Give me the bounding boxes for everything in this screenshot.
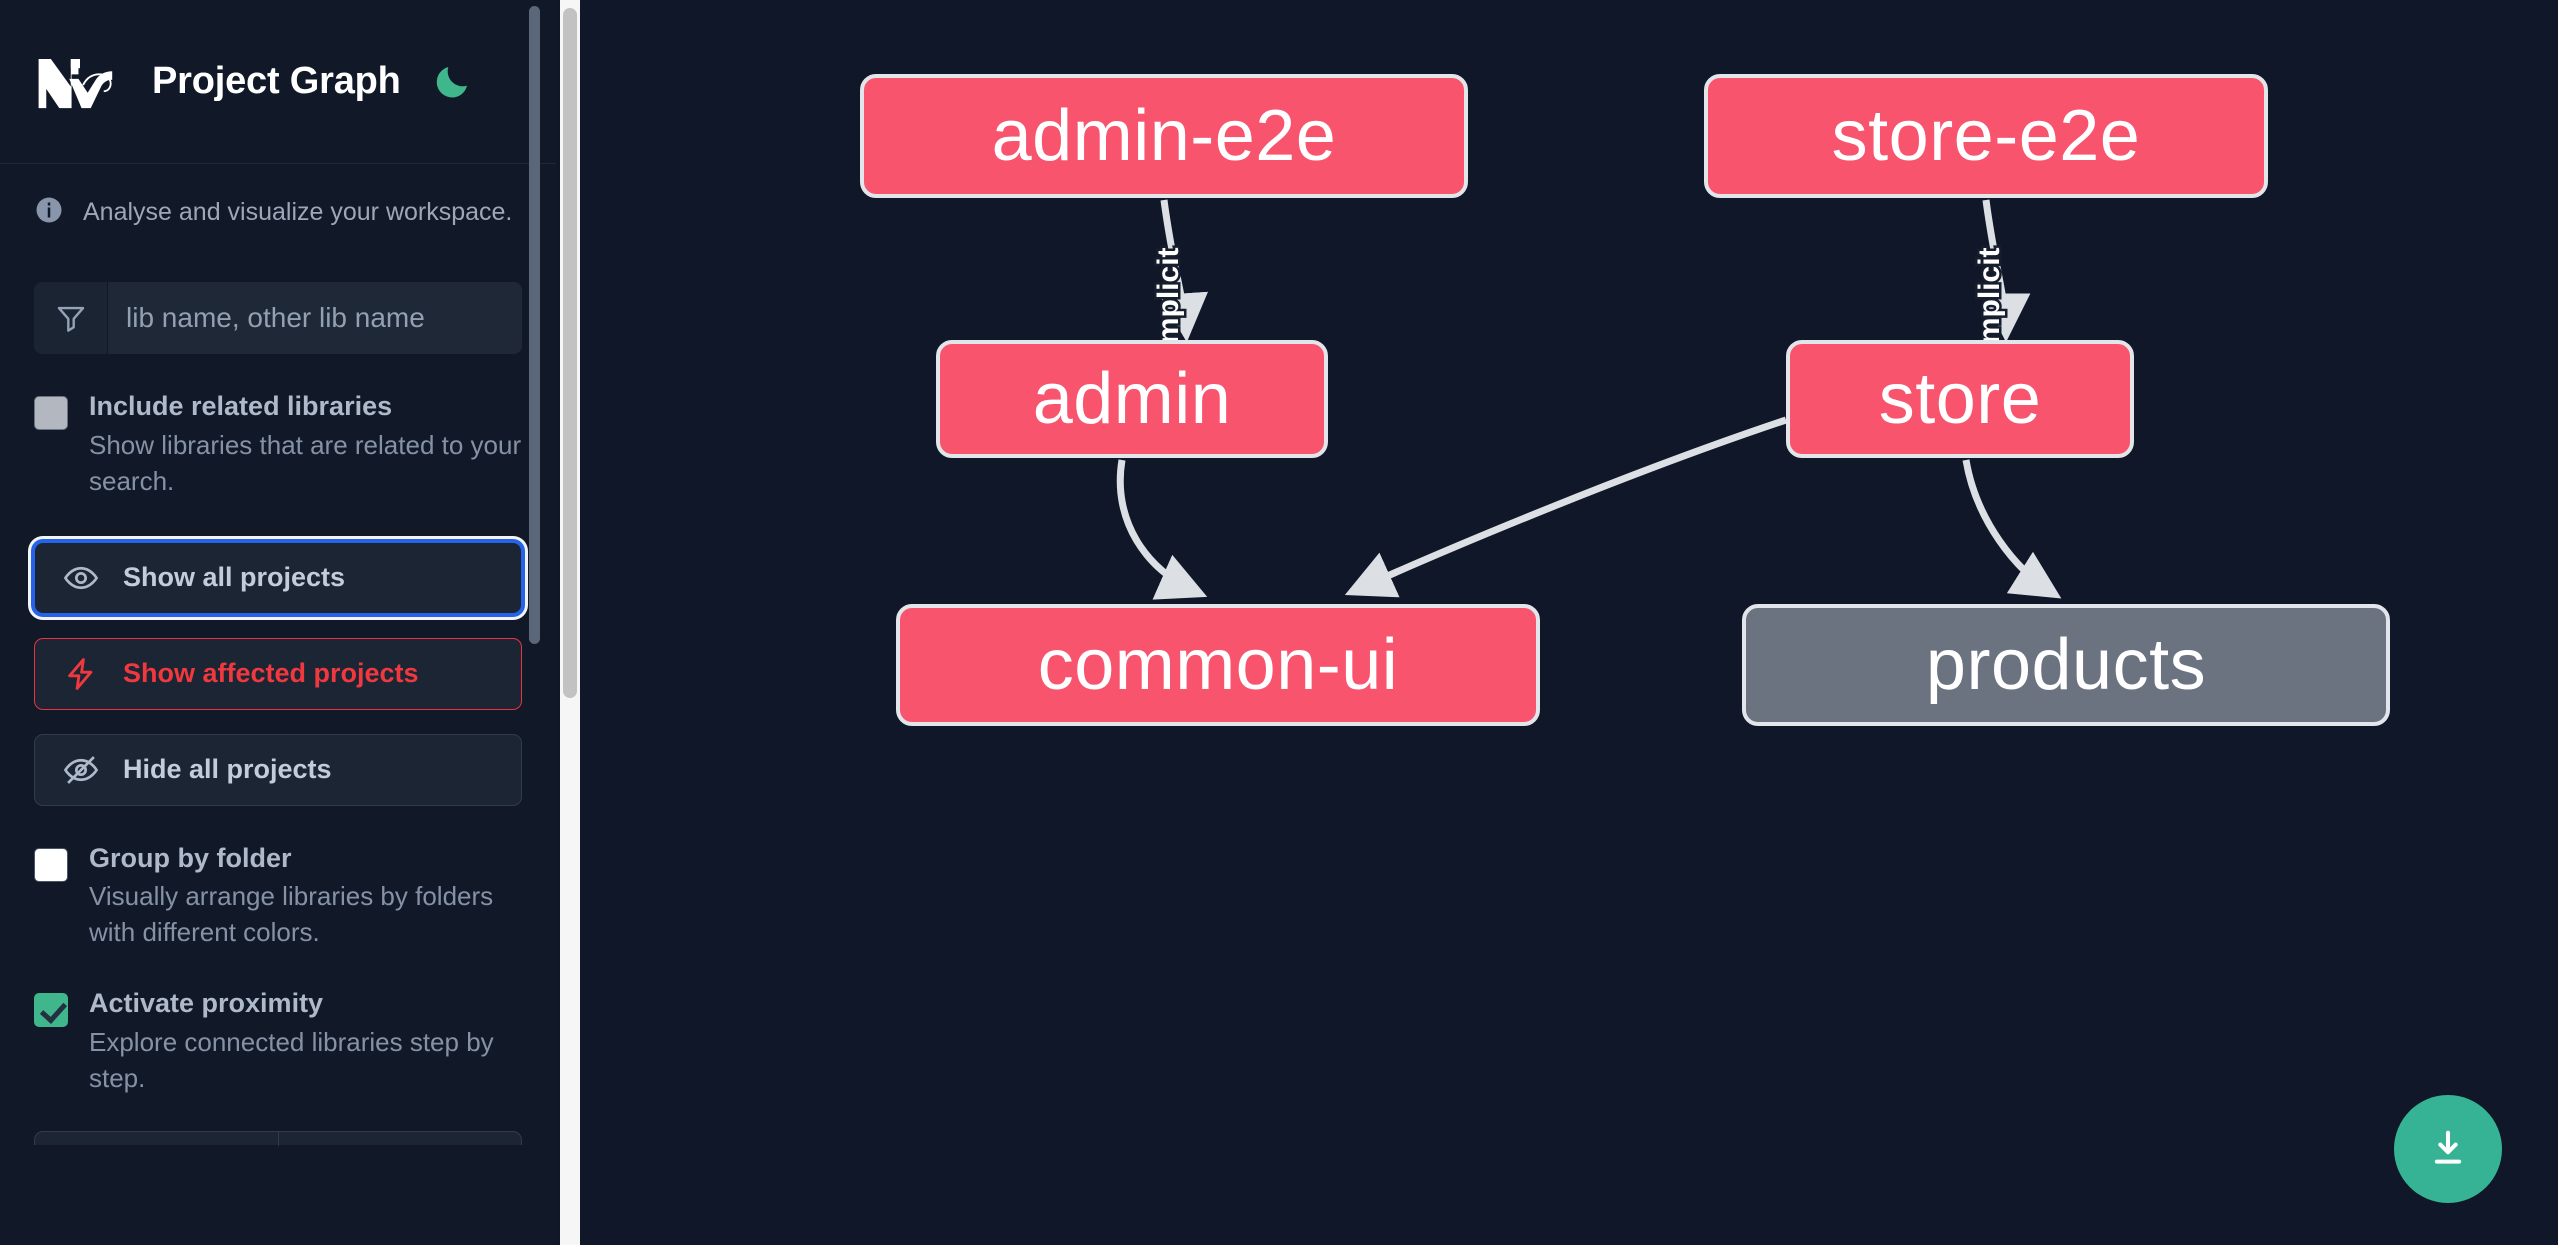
info-icon [34,195,64,230]
graph-edges: implicit implicit [1116,199,2062,600]
edge-store-to-common-ui [1344,416,1788,598]
option-description: Visually arrange libraries by folders wi… [89,881,494,948]
show-affected-projects-button[interactable]: Show affected projects [34,637,522,710]
sidebar: Project Graph Analyse and visualize your… [0,0,556,1245]
button-label: Show affected projects [123,658,419,688]
eye-icon [61,558,101,598]
option-description: Explore connected libraries step by step… [89,1026,494,1093]
sidebar-scrollbar[interactable] [529,0,540,1245]
edge-label-implicit-store: implicit [1973,247,2006,352]
download-button[interactable] [2394,1095,2502,1203]
edge-admin-to-common-ui [1116,459,1208,600]
group-by-folder-checkbox[interactable] [34,847,68,882]
moon-icon[interactable] [429,59,475,105]
nx-logo [34,51,126,113]
sidebar-scrollbar-thumb[interactable] [529,6,540,644]
graph-node-admin-e2e[interactable]: admin-e2e [860,74,1468,198]
option-label: Group by folder [89,842,292,873]
lightning-bolt-icon [61,654,101,694]
option-include-related-libraries[interactable]: Include related libraries Show libraries… [0,354,556,500]
include-related-libraries-checkbox[interactable] [34,396,68,430]
graph-scrollbar[interactable] [560,0,580,1245]
graph-node-store-e2e[interactable]: store-e2e [1704,74,2268,198]
edge-admin-e2e-to-admin [1159,199,1208,343]
edge-label-implicit-admin: implicit [1152,247,1185,352]
search-bar [34,282,522,354]
project-action-buttons: Show all projects Show affected projects [0,500,556,806]
edge-store-to-products [1962,459,2062,599]
graph-canvas[interactable]: implicit implicit admin-e2e store-e2e admi… [556,0,2558,1245]
search-input[interactable] [108,282,522,354]
sidebar-tagline: Analyse and visualize your workspace. [0,164,556,258]
activate-proximity-checkbox[interactable] [34,993,68,1027]
graph-node-store[interactable]: store [1786,340,2134,458]
show-all-projects-button[interactable]: Show all projects [34,541,522,614]
button-label: Show all projects [123,562,346,592]
edge-store-e2e-to-store [1981,199,2031,343]
option-group-by-folder[interactable]: Group by folder Visually arrange librari… [0,806,556,952]
page-title: Project Graph [152,60,401,102]
option-label: Activate proximity [89,988,324,1018]
tagline-text: Analyse and visualize your workspace. [83,198,513,226]
filter-icon[interactable] [34,282,108,354]
graph-node-products[interactable]: products [1742,604,2390,726]
proximity-stepper-partial[interactable] [34,1130,522,1146]
eye-off-icon [61,750,101,790]
button-label: Hide all projects [123,754,332,784]
graph-node-admin[interactable]: admin [936,340,1328,458]
sidebar-header: Project Graph [0,0,556,164]
graph-node-common-ui[interactable]: common-ui [896,604,1540,726]
option-label: Include related libraries [89,391,393,421]
hide-all-projects-button[interactable]: Hide all projects [34,733,522,806]
option-activate-proximity[interactable]: Activate proximity Explore connected lib… [0,951,556,1097]
graph-scrollbar-thumb[interactable] [563,8,577,698]
option-description: Show libraries that are related to your … [89,429,522,496]
